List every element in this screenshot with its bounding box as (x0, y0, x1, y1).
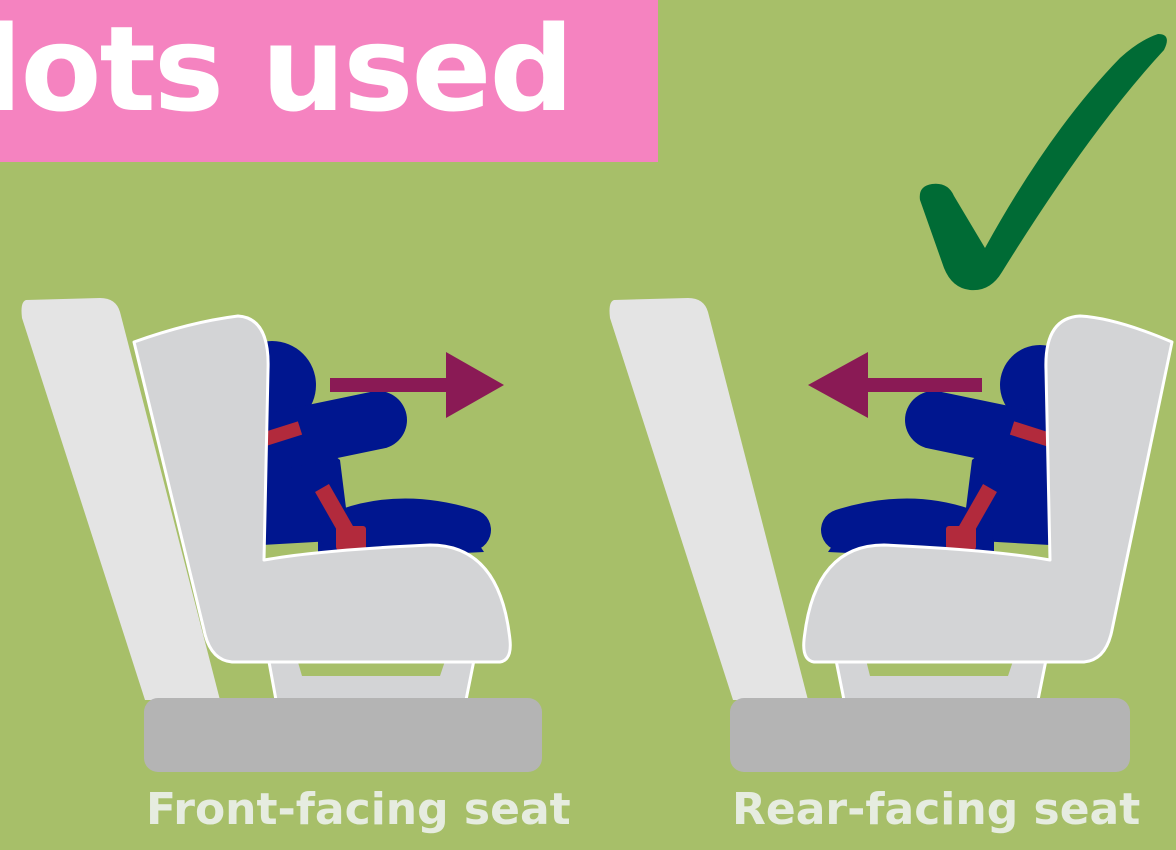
check-mark-icon (920, 34, 1167, 290)
front-facing-illustration (22, 298, 543, 772)
vehicle-seat-back-rear (610, 298, 809, 700)
caption-rear-facing: Rear-facing seat (732, 780, 1140, 840)
vehicle-seat-base-front (144, 698, 542, 772)
vehicle-seat-base-rear (730, 698, 1130, 772)
caption-front-facing: Front-facing seat (146, 780, 571, 840)
rear-facing-illustration (610, 298, 1173, 772)
